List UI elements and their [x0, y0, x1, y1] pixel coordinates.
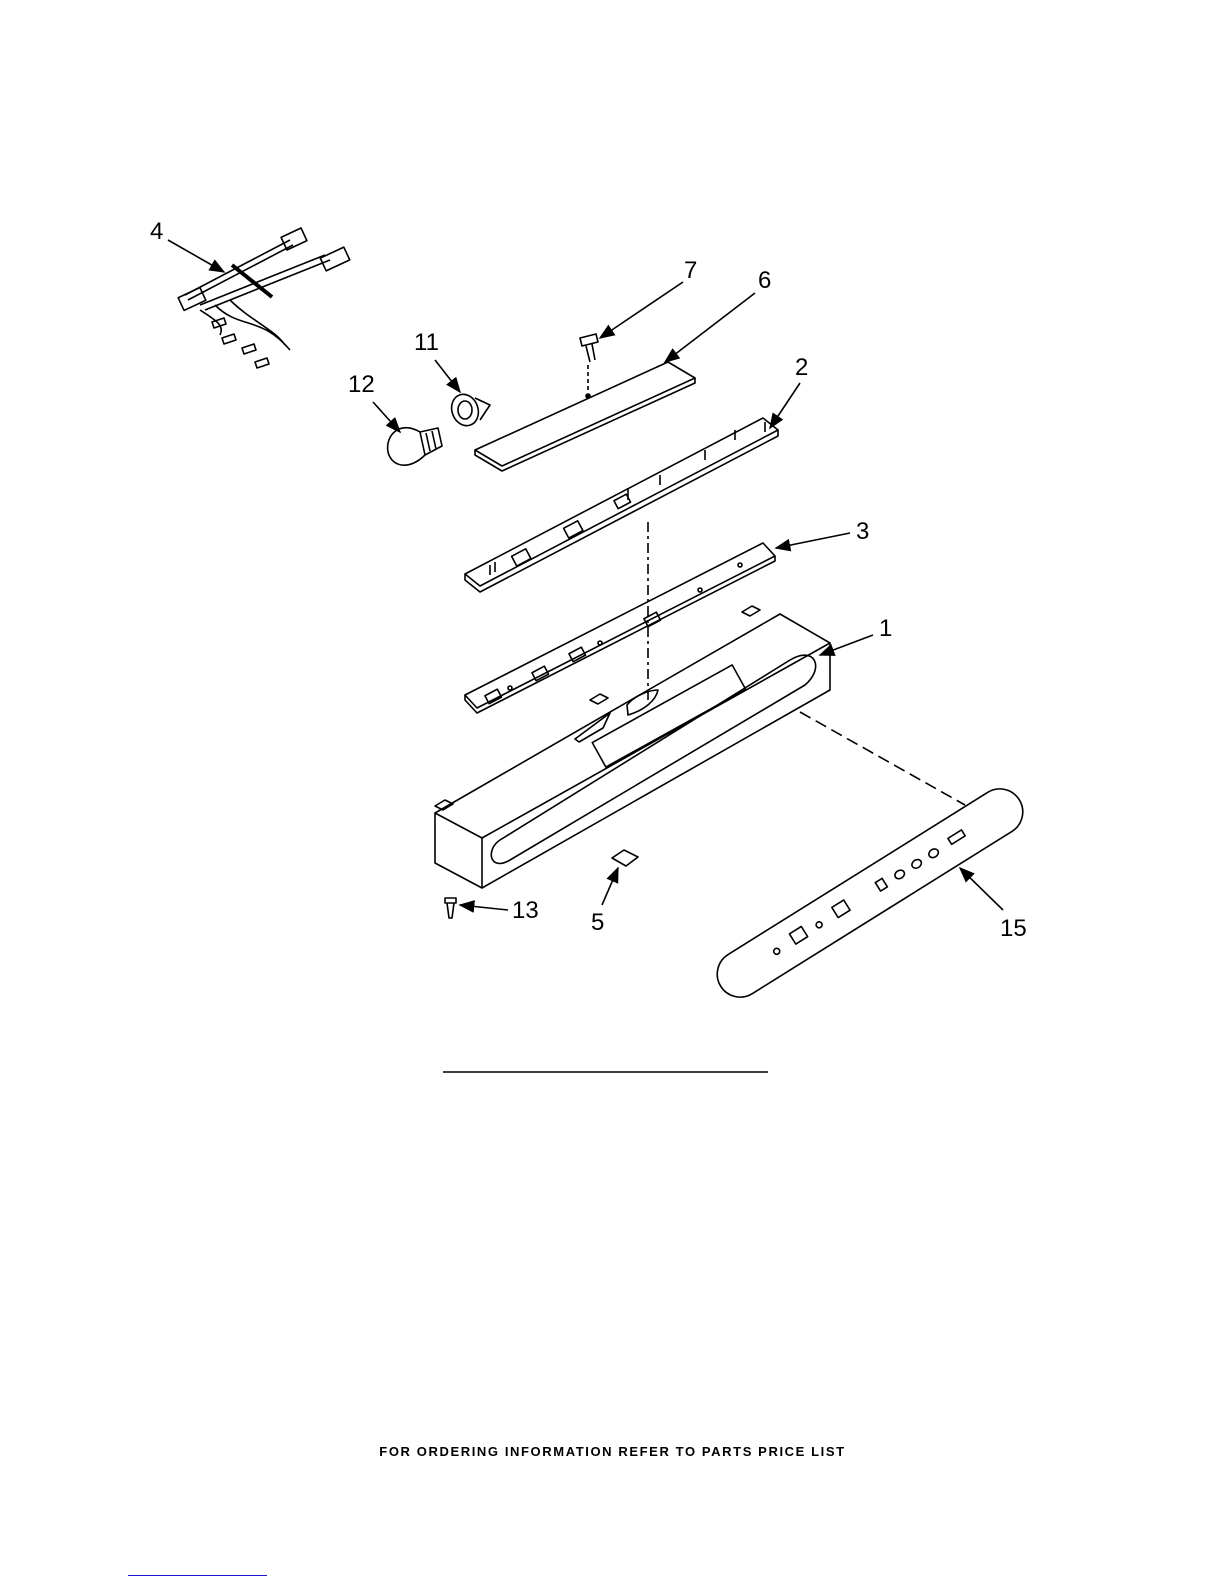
ordering-info-footer: FOR ORDERING INFORMATION REFER TO PARTS … — [379, 1444, 846, 1459]
callout-12: 12 — [348, 371, 375, 398]
callout-1: 1 — [879, 615, 893, 642]
callout-4: 4 — [150, 218, 164, 245]
callout-leaders — [167, 239, 1004, 913]
lamp-socket — [450, 393, 491, 427]
wire-harness — [177, 227, 351, 369]
callout-5: 5 — [591, 909, 605, 936]
callout-2: 2 — [795, 354, 809, 381]
screw-13 — [444, 897, 457, 919]
callout-6: 6 — [758, 267, 772, 294]
control-trim-panel — [716, 788, 1024, 998]
cover-plate — [474, 361, 696, 472]
control-plate — [464, 417, 779, 593]
control-housing — [434, 605, 831, 889]
callout-3: 3 — [856, 518, 870, 545]
callout-11: 11 — [414, 329, 439, 356]
callout-13: 13 — [512, 897, 539, 924]
screw-7 — [579, 333, 599, 392]
callout-7: 7 — [684, 257, 698, 284]
callout-15: 15 — [1000, 915, 1027, 942]
blue-rule — [128, 1575, 267, 1576]
electronic-control-board — [464, 542, 776, 714]
light-bulb — [386, 426, 443, 466]
clip — [611, 849, 639, 867]
